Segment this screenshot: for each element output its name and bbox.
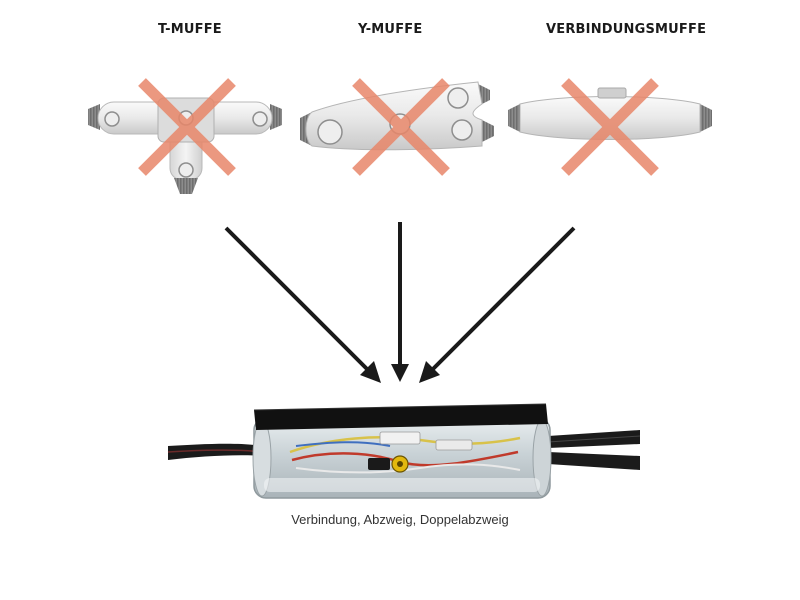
arrow-center-icon	[391, 222, 409, 382]
arrow-right-icon	[419, 226, 576, 383]
arrow-left-icon	[224, 226, 381, 383]
y-muffe-cross-icon	[352, 78, 450, 176]
verbindungsmuffe-image	[508, 87, 712, 140]
caption: Verbindung, Abzweig, Doppelabzweig	[291, 512, 509, 527]
verbindungsmuffe-cross-icon	[561, 78, 659, 176]
t-muffe-cross-icon	[138, 78, 236, 176]
label-y-muffe: Y-MUFFE	[358, 22, 423, 37]
gel-muffe-product-image	[167, 403, 641, 499]
label-t-muffe: T-MUFFE	[158, 22, 222, 37]
t-muffe-image	[88, 97, 282, 194]
label-verbindungsmuffe: VERBINDUNGSMUFFE	[546, 22, 707, 37]
